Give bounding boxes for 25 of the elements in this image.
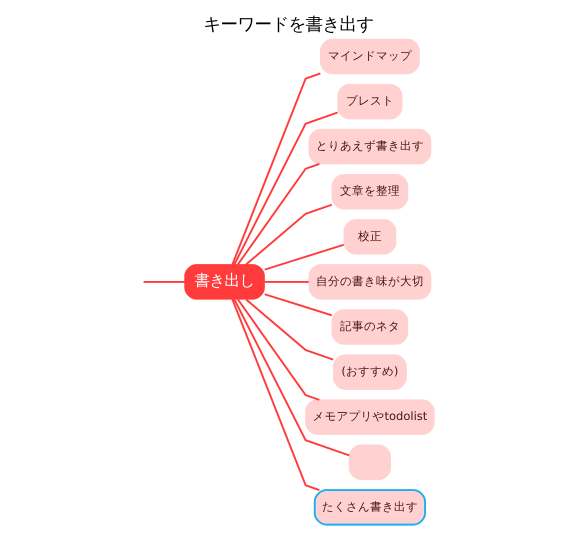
node-box: ブレスト xyxy=(337,84,402,120)
connector xyxy=(264,293,332,316)
connector xyxy=(231,72,321,265)
connector xyxy=(264,244,344,271)
connector xyxy=(264,280,309,283)
connector xyxy=(234,112,338,265)
node-box xyxy=(348,444,391,480)
connector xyxy=(246,204,332,266)
node-box: (おすすめ) xyxy=(332,354,407,390)
node-box: マインドマップ xyxy=(320,38,420,74)
connector xyxy=(144,280,185,283)
node-box: 記事のネタ xyxy=(332,309,408,345)
node-box: 自分の書き味が大切 xyxy=(308,264,432,300)
diagram-title: キーワードを書き出す xyxy=(204,15,374,36)
node-box: 書き出し xyxy=(184,264,265,300)
connector xyxy=(231,298,320,491)
node-box: たくさん書き出す xyxy=(314,489,426,526)
node-box: メモアプリやtodolist xyxy=(305,399,435,435)
node-box: 文章を整理 xyxy=(332,174,408,210)
connector xyxy=(246,298,334,361)
connector xyxy=(234,299,350,456)
connector xyxy=(237,298,320,401)
node-box: 校正 xyxy=(344,219,396,255)
node-box: とりあえず書き出す xyxy=(308,128,432,164)
connector xyxy=(237,163,320,266)
